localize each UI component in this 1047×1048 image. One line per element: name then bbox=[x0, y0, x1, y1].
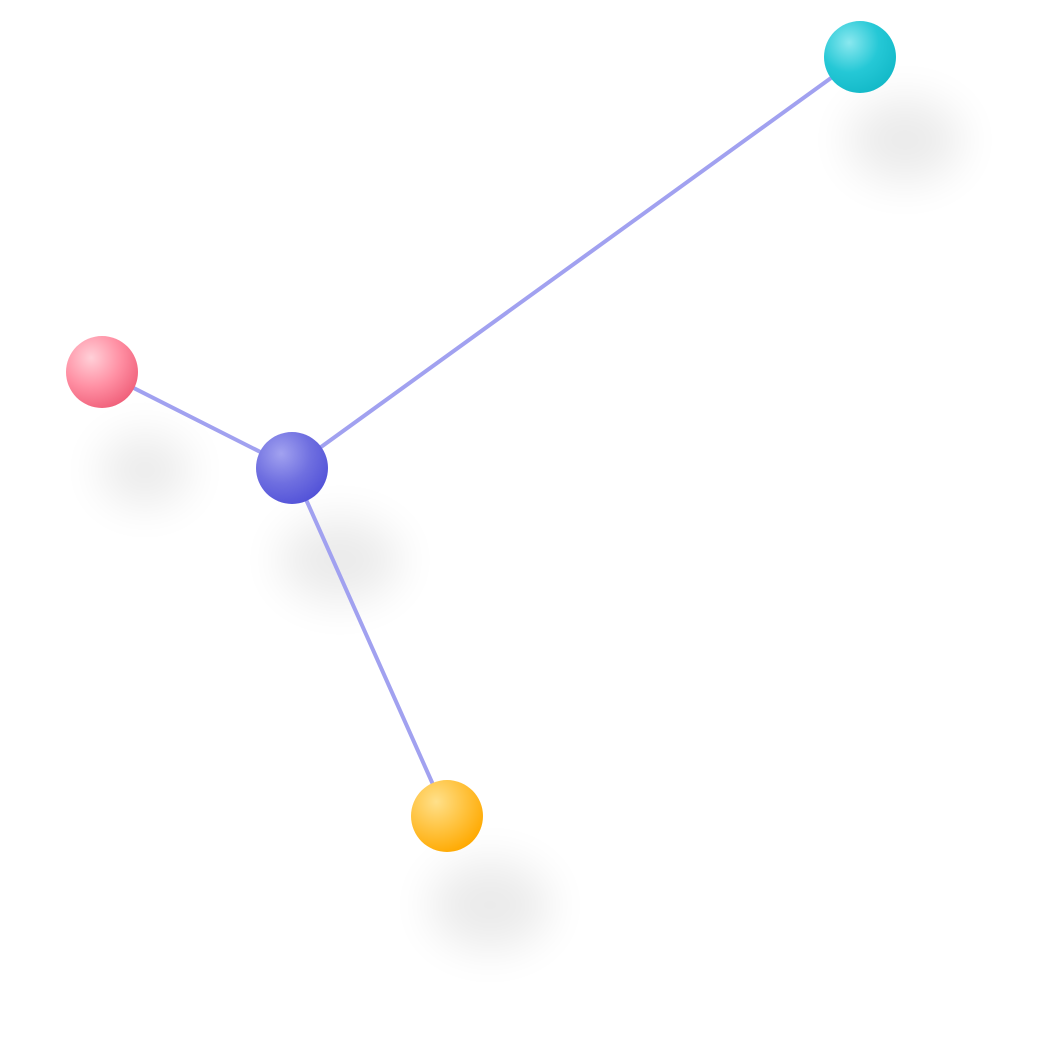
shadow-layer bbox=[100, 98, 962, 950]
node-shadow-cyan bbox=[848, 98, 962, 182]
node-layer bbox=[66, 21, 896, 852]
edge-hub-yellow bbox=[290, 466, 449, 818]
node-cyan bbox=[824, 21, 896, 93]
edge-layer bbox=[100, 55, 862, 818]
node-shadow-pink bbox=[100, 434, 190, 506]
edge-hub-cyan bbox=[290, 55, 862, 470]
node-pink bbox=[66, 336, 138, 408]
node-shadow-yellow bbox=[430, 860, 550, 950]
node-hub bbox=[256, 432, 328, 504]
node-yellow bbox=[411, 780, 483, 852]
node-shadow-hub bbox=[280, 518, 400, 602]
